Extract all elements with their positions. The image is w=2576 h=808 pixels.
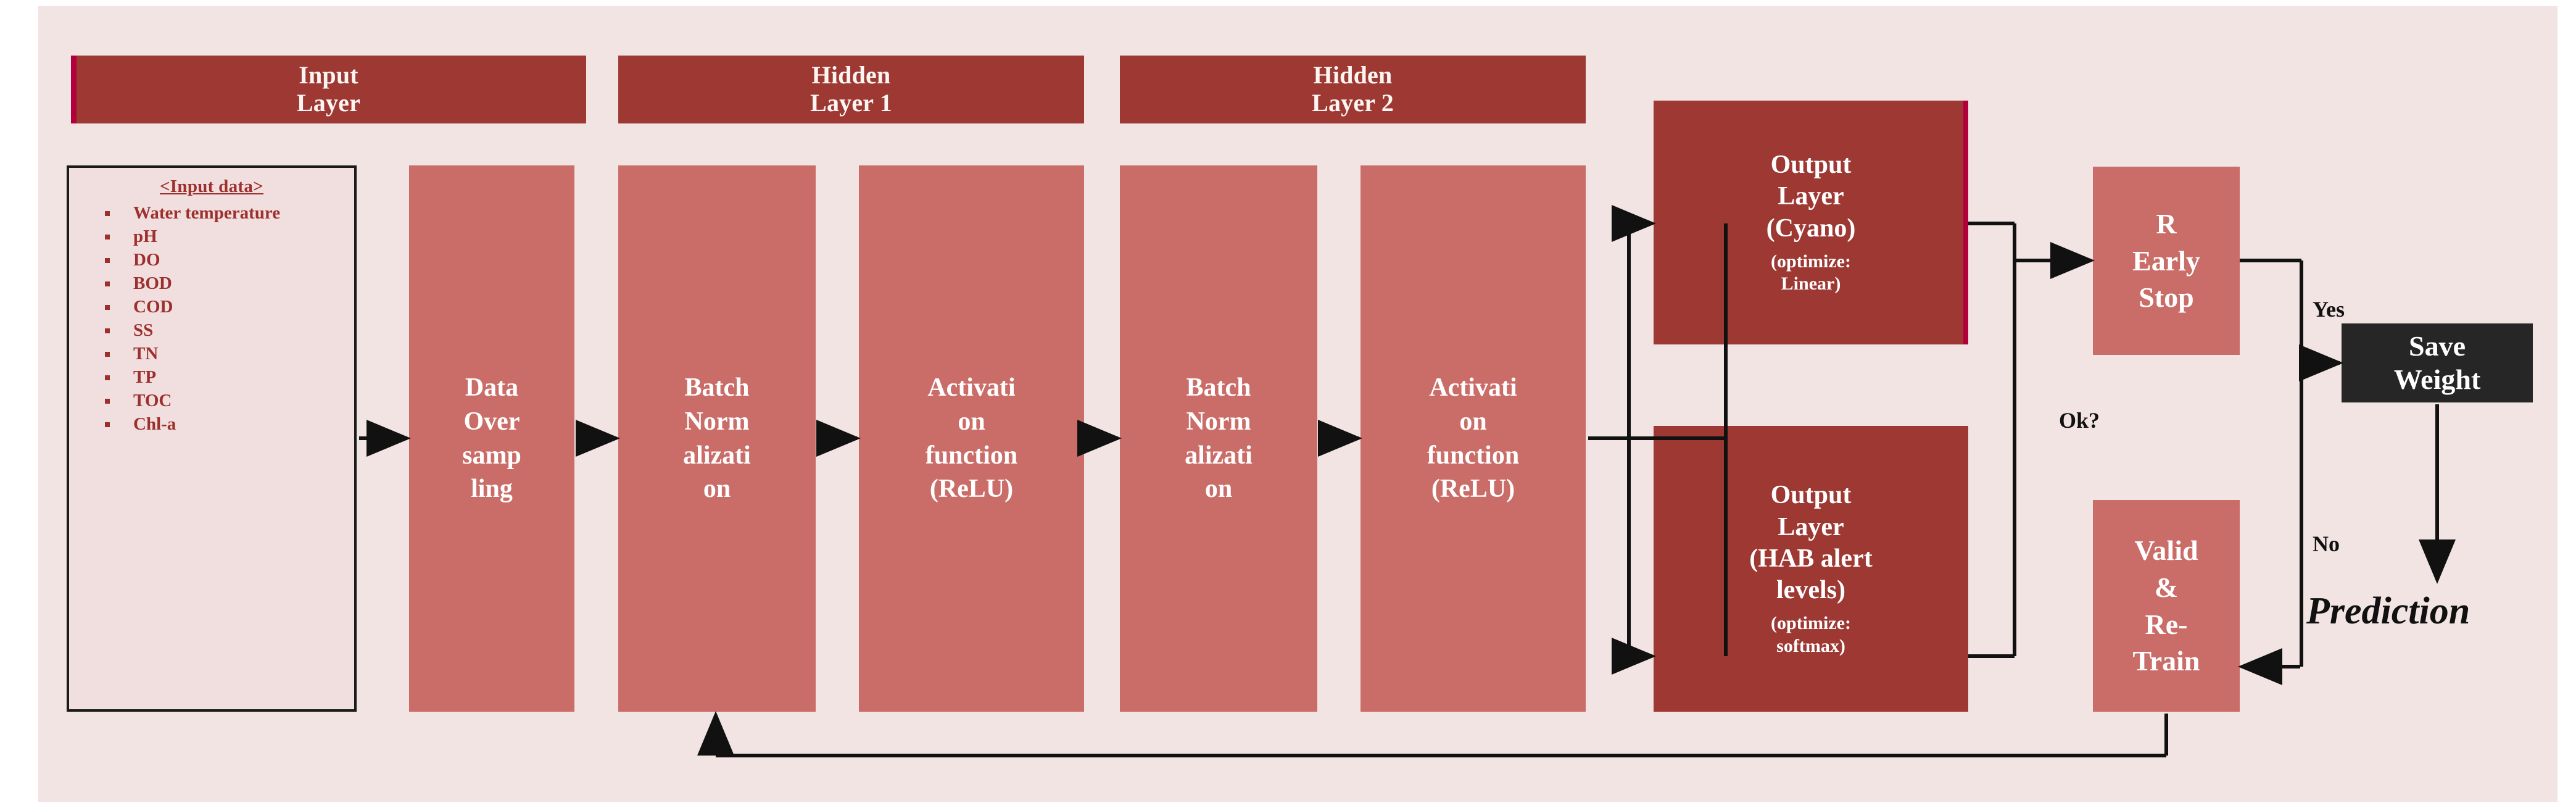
process-box-batch-normalization-1: Batch Norm alizati on: [618, 165, 816, 712]
box-line: Norm: [684, 407, 750, 436]
box-line: &: [2154, 571, 2179, 603]
list-item: COD: [105, 298, 354, 317]
layer-header-line2: Layer 2: [1312, 89, 1394, 117]
box-line: Valid: [2134, 534, 2198, 566]
box-line: Weight: [2393, 364, 2481, 395]
input-data-list: Water temperature pH DO BOD COD SS TN TP…: [69, 204, 354, 434]
box-line: Norm: [1186, 407, 1251, 436]
list-item: BOD: [105, 275, 354, 293]
layer-header-input: Input Layer: [71, 56, 586, 123]
box-line: alizati: [1185, 441, 1253, 470]
box-line: Output: [1770, 481, 1852, 510]
list-item: TP: [105, 369, 354, 387]
process-box-data-oversampling: Data Over samp ling: [409, 165, 574, 712]
layer-header-line1: Hidden: [1313, 61, 1393, 90]
box-line: Output: [1770, 151, 1852, 180]
box-line: Train: [2132, 645, 2200, 677]
box-line: (ReLU): [1431, 475, 1515, 504]
layer-header-line2: Layer 1: [810, 89, 892, 117]
box-line: function: [1427, 441, 1520, 470]
box-line: R: [2156, 207, 2177, 239]
box-line: (ReLU): [929, 475, 1014, 504]
edge-label-ok: Ok?: [2059, 408, 2100, 433]
list-item: Water temperature: [105, 204, 354, 223]
layer-header-line1: Input: [299, 61, 358, 90]
layer-header-line1: Hidden: [811, 61, 891, 90]
box-line: Batch: [684, 373, 750, 402]
list-item: DO: [105, 251, 354, 270]
save-weight-box: Save Weight: [2342, 323, 2533, 402]
edge-label-yes: Yes: [2313, 297, 2345, 322]
process-box-activation-function-2: Activati on function (ReLU): [1360, 165, 1586, 712]
process-box-activation-function-1: Activati on function (ReLU): [859, 165, 1084, 712]
box-line: Over: [463, 407, 520, 436]
box-subline: (optimize:: [1771, 613, 1851, 634]
box-line: ling: [471, 475, 513, 504]
edge-label-no: No: [2313, 531, 2340, 556]
box-line: Save: [2409, 330, 2466, 362]
box-line: Early: [2132, 244, 2200, 277]
process-box-batch-normalization-2: Batch Norm alizati on: [1120, 165, 1317, 712]
layer-header-hidden-2: Hidden Layer 2: [1120, 56, 1586, 123]
accent-bar-right: [1963, 101, 1968, 344]
list-item: TN: [105, 345, 354, 364]
accent-bar-left: [71, 56, 77, 123]
box-line: alizati: [683, 441, 751, 470]
box-line: samp: [462, 441, 521, 470]
box-line: on: [1459, 407, 1487, 436]
box-line: Layer: [1778, 182, 1844, 211]
box-line: Activati: [927, 373, 1016, 402]
prediction-label: Prediction: [2306, 590, 2470, 632]
box-line: on: [703, 475, 731, 504]
box-line: Batch: [1186, 373, 1251, 402]
box-line: Data: [465, 373, 519, 402]
list-item: pH: [105, 228, 354, 246]
input-data-title: <Input data>: [159, 177, 263, 196]
box-line: levels): [1776, 576, 1845, 605]
layer-header-hidden-1: Hidden Layer 1: [618, 56, 1084, 123]
decision-box-valid-retrain: Valid & Re- Train: [2093, 500, 2240, 712]
box-line: Layer: [1778, 512, 1844, 541]
input-data-card: <Input data> Water temperature pH DO BOD…: [67, 165, 357, 712]
box-line: on: [1204, 475, 1233, 504]
decision-box-r-early-stop: R Early Stop: [2093, 167, 2240, 355]
box-line: on: [958, 407, 985, 436]
box-line: function: [925, 441, 1018, 470]
list-item: SS: [105, 322, 354, 340]
box-subline: (optimize:: [1771, 251, 1851, 272]
output-box-cyano: Output Layer (Cyano) (optimize: Linear): [1654, 101, 1968, 344]
layer-header-line2: Layer: [296, 89, 361, 117]
box-line: Activati: [1429, 373, 1517, 402]
list-item: Chl-a: [105, 415, 354, 434]
box-line: (HAB alert: [1749, 544, 1873, 573]
box-line: Stop: [2139, 281, 2194, 314]
list-item: TOC: [105, 392, 354, 410]
box-subline: softmax): [1776, 635, 1845, 656]
box-line: (Cyano): [1766, 214, 1856, 243]
output-box-hab-alert: Output Layer (HAB alert levels) (optimiz…: [1654, 426, 1968, 712]
box-subline: Linear): [1781, 273, 1841, 294]
box-line: Re-: [2145, 608, 2188, 640]
